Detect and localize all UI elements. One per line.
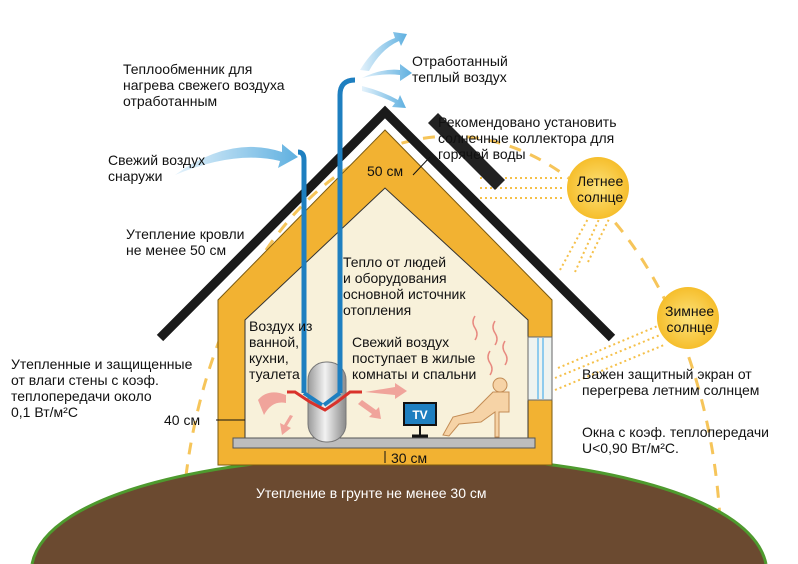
solar-collector <box>428 113 505 190</box>
floor-slab <box>232 437 536 449</box>
winter-sun-rays <box>554 324 665 391</box>
label-air-from-rooms: Воздух из ванной, кухни, туалета <box>249 318 313 382</box>
label-fresh-air-outside: Свежий воздух снаружи <box>108 152 206 184</box>
label-floor-thickness: 30 см <box>391 450 428 466</box>
label-solar-collectors: Рекомендовано установить солнечные колле… <box>438 114 617 162</box>
ground <box>32 455 766 564</box>
label-ground-insulation: Утепление в грунте не менее 30 см <box>256 485 487 501</box>
label-exhaust-air: Отработанный теплый воздух <box>412 53 508 85</box>
fresh-air-outside-arrow <box>175 144 298 175</box>
summer-sun-rays <box>480 177 611 273</box>
label-fresh-air-inside: Свежий воздух поступает в жилые комнаты … <box>352 334 477 382</box>
summer-sun <box>567 157 629 219</box>
exhaust-air-arrows <box>360 32 412 108</box>
label-walls: Утепленные и защищенные от влаги стены с… <box>11 356 193 420</box>
air-ducts <box>287 390 362 412</box>
label-winter-sun: Зимнее солнце <box>665 303 715 335</box>
label-windows: Окна с коэф. теплопередачи U<0,90 Вт/м²С… <box>582 424 769 456</box>
heat-waves <box>472 315 508 376</box>
label-roof-thickness: 50 см <box>367 163 404 179</box>
exhaust-pipe <box>337 77 356 393</box>
label-heat-from-people: Тепло от людей и оборудования основной и… <box>343 254 466 318</box>
pipe-junction <box>302 391 342 407</box>
dimension-markers <box>216 156 431 463</box>
label-shade: Важен защитный экран от перегрева летним… <box>582 366 760 398</box>
winter-sun <box>657 287 719 349</box>
label-summer-sun: Летнее солнце <box>577 173 624 205</box>
label-roof-insulation: Утепление кровли не менее 50 см <box>126 226 245 258</box>
tv-label: TV <box>412 408 427 422</box>
air-flow-arrows <box>258 383 407 435</box>
window <box>527 336 553 401</box>
intake-pipe <box>297 149 307 393</box>
label-heat-exchanger: Теплообменник для нагрева свежего воздух… <box>123 61 285 109</box>
label-wall-thickness: 40 см <box>164 412 201 428</box>
person-in-chair <box>442 377 510 438</box>
roof <box>156 105 616 342</box>
